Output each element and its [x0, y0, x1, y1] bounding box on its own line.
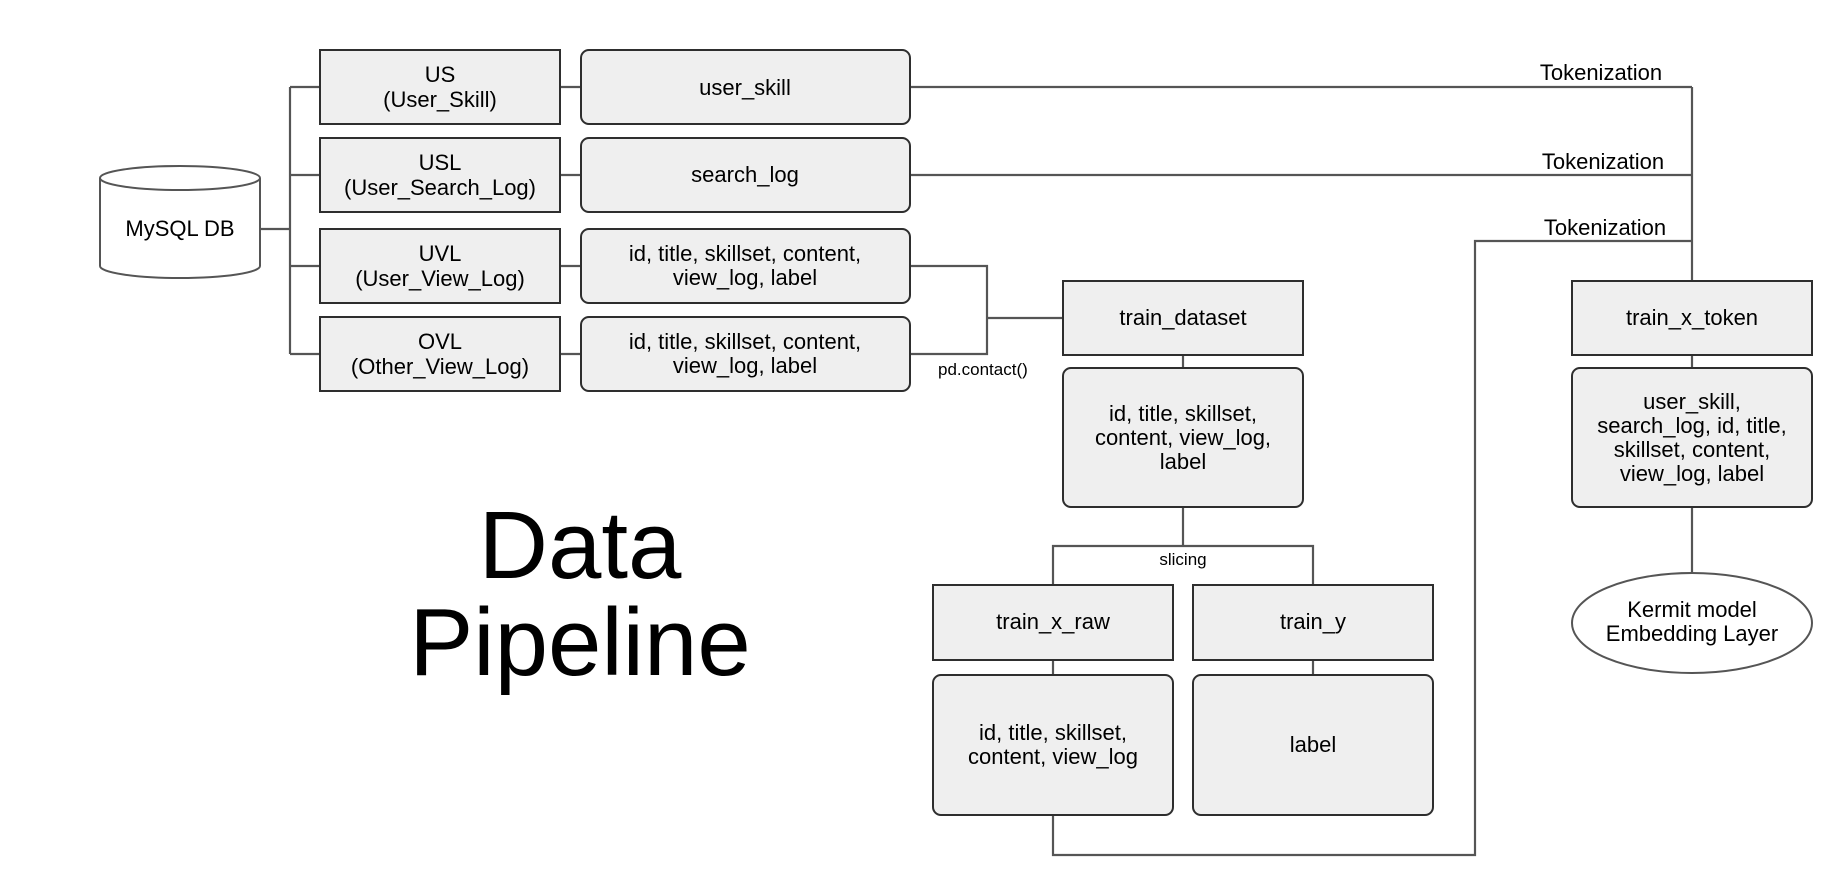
train-dataset-fields-line2: content, view_log,	[1095, 425, 1271, 450]
connectors	[260, 85, 1694, 857]
table-user-search-log-name: (User_Search_Log)	[344, 175, 536, 200]
diagram-title: Data Pipeline	[409, 492, 751, 696]
title-line-1: Data	[479, 492, 682, 599]
table-user-skill-code: US	[425, 62, 456, 87]
train-x-raw-box: train_x_raw	[932, 584, 1174, 661]
train-x-raw-label: train_x_raw	[996, 609, 1110, 634]
train-dataset-fields: id, title, skillset, content, view_log, …	[1062, 367, 1304, 508]
fields-search-log-text: search_log	[691, 162, 799, 187]
tokenization-path-3	[1051, 239, 1692, 857]
train-y-box: train_y	[1192, 584, 1434, 661]
train-dataset-label: train_dataset	[1119, 305, 1246, 330]
concat-label: pd.contact()	[938, 360, 1028, 379]
table-user-search-log: USL (User_Search_Log)	[319, 137, 561, 213]
train-x-token-fields-line2: search_log, id, title,	[1597, 413, 1787, 438]
train-y-label: train_y	[1280, 609, 1346, 634]
fields-user-view-log-line1: id, title, skillset, content,	[629, 241, 861, 266]
train-dataset-fields-line3: label	[1160, 449, 1206, 474]
table-user-view-log-code: UVL	[419, 241, 462, 266]
mysql-db-cylinder: MySQL DB	[99, 165, 261, 279]
fields-user-skill-text: user_skill	[699, 75, 791, 100]
field-connectors	[560, 85, 581, 356]
table-user-skill: US (User_Skill)	[319, 49, 561, 125]
tokenization-label-2: Tokenization	[1542, 149, 1664, 174]
table-other-view-log-code: OVL	[418, 329, 462, 354]
slicing-label: slicing	[1159, 550, 1206, 569]
train-x-raw-fields-line2: content, view_log	[968, 744, 1138, 769]
table-user-view-log: UVL (User_View_Log)	[319, 228, 561, 304]
train-x-raw-fields-line1: id, title, skillset,	[979, 720, 1127, 745]
train-y-fields-text: label	[1290, 732, 1336, 757]
train-x-token-fields-line4: view_log, label	[1620, 461, 1764, 486]
kermit-model-node: Kermit model Embedding Layer	[1571, 572, 1813, 674]
fields-other-view-log-line2: view_log, label	[673, 353, 817, 378]
table-other-view-log-name: (Other_View_Log)	[351, 354, 529, 379]
train-x-token-fields-line1: user_skill,	[1643, 389, 1741, 414]
table-user-view-log-name: (User_View_Log)	[355, 266, 525, 291]
train-x-token-fields: user_skill, search_log, id, title, skill…	[1571, 367, 1813, 508]
table-user-search-log-code: USL	[419, 150, 462, 175]
train-x-token-box: train_x_token	[1571, 280, 1813, 356]
fields-search-log: search_log	[580, 137, 911, 213]
concat-bracket	[909, 264, 989, 356]
fields-other-view-log: id, title, skillset, content, view_log, …	[580, 316, 911, 392]
kermit-model-line1: Kermit model	[1627, 597, 1757, 622]
train-x-token-fields-line3: skillset, content,	[1614, 437, 1771, 462]
table-connectors	[290, 85, 320, 356]
fields-user-view-log: id, title, skillset, content, view_log, …	[580, 228, 911, 304]
mysql-db-label: MySQL DB	[125, 216, 234, 241]
slice-field-links	[1051, 660, 1315, 675]
train-x-raw-fields: id, title, skillset, content, view_log	[932, 674, 1174, 816]
train-y-fields: label	[1192, 674, 1434, 816]
title-line-2: Pipeline	[409, 589, 751, 696]
train-x-token-label: train_x_token	[1626, 305, 1758, 330]
table-user-skill-name: (User_Skill)	[383, 87, 497, 112]
fields-user-view-log-line2: view_log, label	[673, 265, 817, 290]
train-dataset-box: train_dataset	[1062, 280, 1304, 356]
slicing-bracket	[1051, 544, 1315, 585]
table-other-view-log: OVL (Other_View_Log)	[319, 316, 561, 392]
tokenization-label-1: Tokenization	[1540, 60, 1662, 85]
tokenization-label-3: Tokenization	[1544, 215, 1666, 240]
fields-user-skill: user_skill	[580, 49, 911, 125]
fields-other-view-log-line1: id, title, skillset, content,	[629, 329, 861, 354]
train-dataset-fields-line1: id, title, skillset,	[1109, 401, 1257, 426]
kermit-model-line2: Embedding Layer	[1606, 621, 1778, 646]
